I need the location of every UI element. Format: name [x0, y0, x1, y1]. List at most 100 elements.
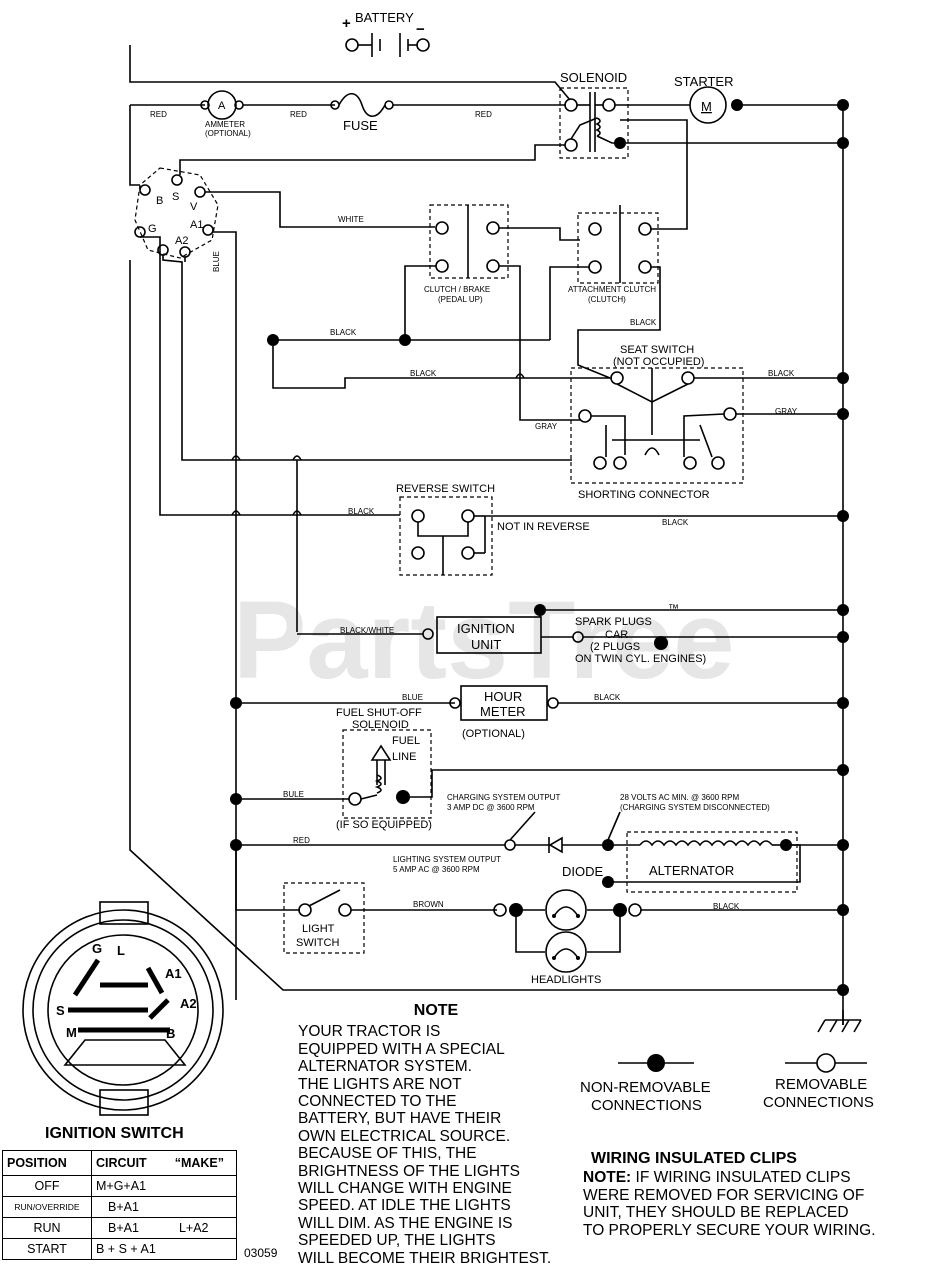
note-line: BECAUSE OF THIS, THE — [298, 1145, 477, 1163]
term-s: S — [172, 191, 179, 203]
term-a2: A2 — [175, 235, 188, 247]
black-label-reverse-right: BLACK — [662, 518, 689, 527]
fuse-icon — [338, 92, 386, 118]
charging-output-label-2: 3 AMP DC @ 3600 RPM — [447, 803, 535, 812]
seat-switch: SEAT SWITCH (NOT OCCUPIED) SHORTING CONN… — [570, 344, 744, 501]
battery-label: BATTERY — [355, 10, 414, 25]
cell-circuit: M+G+A1 — [91, 1175, 237, 1197]
battery-minus: − — [416, 21, 425, 38]
face-term-a1: A1 — [165, 966, 182, 981]
face-term-m: M — [66, 1025, 77, 1040]
circuit-value: B+A1 — [108, 1221, 139, 1235]
alternator-label: ALTERNATOR — [649, 863, 734, 878]
wire-blue-vertical — [213, 231, 237, 1000]
charging-output-label-1: CHARGING SYSTEM OUTPUT — [447, 793, 560, 802]
headlights-label: HEADLIGHTS — [531, 974, 601, 986]
cell-position: OFF — [2, 1175, 92, 1197]
non-removable-icon — [647, 1054, 665, 1072]
black-label-378: BLACK — [410, 369, 437, 378]
charging-leader — [509, 811, 536, 841]
red-label-1: RED — [150, 110, 167, 119]
clutch-brake-label: CLUTCH / BRAKE — [424, 285, 490, 294]
header-circuit-make: CIRCUIT“MAKE” — [91, 1150, 237, 1176]
note-line: WILL CHANGE WITH ENGINE — [298, 1180, 512, 1198]
if-so-equipped-label: (IF SO EQUIPPED) — [336, 819, 432, 831]
hour-meter-label-1: HOUR — [484, 689, 522, 704]
solenoid-label: SOLENOID — [560, 70, 627, 85]
motor-m: M — [701, 99, 712, 114]
car-label: CAR — [605, 629, 628, 641]
hour-optional-label: (OPTIONAL) — [462, 728, 525, 740]
light-switch-label-2: SWITCH — [296, 937, 339, 949]
light-switch-label-1: LIGHT — [302, 923, 335, 935]
battery: BATTERY + − — [342, 10, 430, 57]
volts-leader — [607, 811, 621, 841]
headlight-icon-2 — [545, 931, 587, 973]
seat-switch-label: SEAT SWITCH — [620, 344, 694, 356]
wire-clutch-attach — [499, 227, 580, 241]
wire-clutch-black — [404, 265, 436, 340]
reverse-switch-label: REVERSE SWITCH — [396, 483, 495, 495]
fuel-shutoff-label-1: FUEL SHUT-OFF — [336, 707, 422, 719]
note-line: OWN ELECTRICAL SOURCE. — [298, 1127, 511, 1145]
attachment-clutch-sub: (CLUTCH) — [588, 295, 626, 304]
note-block: NOTE YOUR TRACTOR IS EQUIPPED WITH A SPE… — [298, 1002, 598, 1267]
white-label: WHITE — [338, 215, 364, 224]
face-term-s: S — [56, 1003, 65, 1018]
wire-white — [205, 191, 435, 228]
fuse-label: FUSE — [343, 118, 378, 133]
black-label-headlight: BLACK — [713, 902, 740, 911]
fuel-shutoff-label-2: SOLENOID — [352, 719, 409, 731]
non-removable-label-1: NON-REMOVABLE — [580, 1079, 711, 1096]
face-term-l: L — [117, 943, 125, 958]
headlights: HEADLIGHTS — [493, 889, 642, 986]
hour-meter-label-2: METER — [480, 704, 526, 719]
watermark: PartsTree — [233, 579, 734, 702]
note-line: THE LIGHTS ARE NOT — [298, 1075, 462, 1093]
note-line: CONNECTED TO THE — [298, 1093, 457, 1111]
note-line: SPEED. AT IDLE THE LIGHTS — [298, 1197, 511, 1215]
header-circuit: CIRCUIT — [96, 1156, 147, 1170]
volts-label-2: (CHARGING SYSTEM DISCONNECTED) — [620, 803, 770, 812]
hour-meter: HOUR METER BLUE BLACK (OPTIONAL) — [230, 685, 849, 740]
light-switch: LIGHT SWITCH — [283, 882, 365, 954]
lighting-output-label-1: LIGHTING SYSTEM OUTPUT — [393, 855, 501, 864]
not-in-reverse-label: NOT IN REVERSE — [497, 521, 590, 533]
note-title: NOTE — [413, 1002, 459, 1019]
clutch-brake-switch: CLUTCH / BRAKE (PEDAL UP) — [424, 204, 509, 304]
starter: STARTER M — [615, 74, 849, 124]
wire-light-switch — [235, 845, 300, 911]
wire-attach-solenoid — [620, 119, 688, 230]
red-label-3: RED — [475, 110, 492, 119]
ammeter-icon — [207, 90, 237, 120]
wire-g — [140, 236, 400, 516]
ignition-switch-face: G L A1 A2 S M B — [22, 901, 224, 1116]
ammeter-label: AMMETER — [205, 120, 245, 129]
attachment-clutch-label: ATTACHMENT CLUTCH — [568, 285, 656, 294]
note-line: ALTERNATOR SYSTEM. — [298, 1058, 472, 1076]
note-line: BRIGHTNESS OF THE LIGHTS — [298, 1162, 520, 1180]
attachment-clutch-switch: ATTACHMENT CLUTCH (CLUTCH) — [568, 205, 659, 304]
ignition-switch-title: IGNITION SWITCH — [45, 1125, 184, 1142]
blue-label-hour: BLUE — [402, 693, 423, 702]
gray-label-seat: GRAY — [775, 407, 798, 416]
cell-position: RUN/OVERRIDE — [2, 1196, 92, 1218]
volts-label-1: 28 VOLTS AC MIN. @ 3600 RPM — [620, 793, 739, 802]
red-wire-top: A AMMETER (OPTIONAL) RED RED FUSE RED — [129, 90, 566, 186]
wiring-clips-block: WIRING INSULATED CLIPS NOTE: IF WIRING I… — [583, 1150, 928, 1239]
header-position: POSITION — [2, 1150, 92, 1176]
term-a1: A1 — [190, 219, 203, 231]
non-removable-label-2: CONNECTIONS — [591, 1097, 702, 1114]
two-plugs-label: (2 PLUGS — [590, 641, 640, 653]
fuel-solenoid: FUEL SHUT-OFF SOLENOID FUEL LINE (IF SO … — [336, 707, 432, 831]
black-label-hour: BLACK — [594, 693, 621, 702]
battery-plus: + — [342, 15, 351, 32]
circuit-value: B + S + A1 — [96, 1242, 156, 1256]
circuit-value: M+G+A1 — [96, 1179, 147, 1193]
cell-circuit: B + S + A1 — [91, 1238, 237, 1260]
note-line: BATTERY, BUT HAVE THEIR — [298, 1110, 502, 1128]
blue-label: BLUE — [212, 251, 221, 272]
bule-label: BULE — [283, 790, 304, 799]
wire-black-378 — [272, 340, 612, 389]
wire-attach-seat — [577, 266, 661, 379]
